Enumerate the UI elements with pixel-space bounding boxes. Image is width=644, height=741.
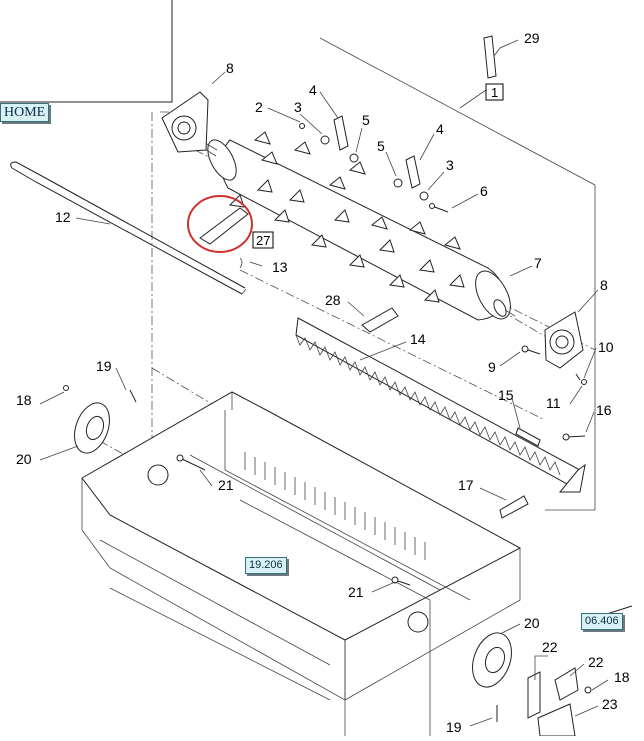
highlight-circle: [187, 195, 253, 253]
assembly-ref-box: [485, 83, 504, 101]
assembly-ref-1: 1: [491, 85, 498, 100]
callout-9: 9: [488, 359, 496, 375]
callout-5b: 5: [377, 138, 385, 154]
callout-27-box: [252, 231, 274, 249]
callout-labels: 29 8 2 3 4 5 5 4 3 6 7 12 27 13 28 8 14 …: [16, 30, 630, 735]
housing-frame: [81, 391, 522, 736]
callout-19: 19: [96, 358, 112, 374]
callout-22: 22: [542, 639, 558, 655]
counter-knife-bar-part-14: [295, 317, 586, 493]
callout-10: 10: [598, 339, 614, 355]
ref-link-19-206[interactable]: 19.206: [245, 557, 287, 574]
callout-7: 7: [534, 255, 542, 271]
bearing-flange-right-part-20: [472, 632, 512, 722]
callout-22b: 22: [588, 654, 604, 670]
callout-20: 20: [16, 451, 32, 467]
pin-and-blade-parts: [239, 257, 399, 333]
callout-16: 16: [596, 402, 612, 418]
callout-8: 8: [226, 60, 234, 76]
callout-21: 21: [218, 477, 234, 493]
knife-part-27[interactable]: [187, 195, 253, 253]
bearing-flange-left-part-20: [63, 385, 137, 454]
callout-23: 23: [602, 696, 618, 712]
callout-20b: 20: [524, 615, 540, 631]
callout-2: 2: [255, 99, 263, 115]
bolts-part-21: [176, 454, 411, 586]
callout-3b: 3: [446, 157, 454, 173]
rotor-drum-part-7: [199, 139, 516, 321]
callout-18: 18: [16, 392, 32, 408]
callout-3: 3: [294, 99, 302, 115]
callout-13: 13: [272, 259, 288, 275]
ref-link-06-406[interactable]: 06.406: [581, 613, 623, 630]
callout-21b: 21: [348, 584, 364, 600]
callout-8b: 8: [600, 277, 608, 293]
callout-11: 11: [546, 395, 561, 411]
callout-6: 6: [480, 183, 488, 199]
leader-lines: [39, 39, 609, 727]
inset-frame: [0, 0, 173, 103]
callout-19b: 19: [446, 719, 462, 735]
callout-12: 12: [55, 209, 71, 225]
bearing-bracket-right-part-8: [544, 311, 584, 369]
rod-part-12: [10, 161, 247, 295]
bearing-bracket-left-part-8: [161, 91, 209, 153]
callout-4b: 4: [436, 121, 444, 137]
rotor-knives: [228, 131, 465, 303]
callout-4: 4: [309, 82, 317, 98]
callout-17: 17: [458, 477, 474, 493]
callout-27: 27: [256, 233, 270, 248]
small-hardware-parts: [299, 35, 497, 213]
callout-14: 14: [410, 331, 426, 347]
callout-18b: 18: [614, 669, 630, 685]
lower-brackets: [527, 605, 633, 737]
callout-29: 29: [524, 30, 540, 46]
home-button[interactable]: HOME: [0, 103, 50, 122]
callout-5: 5: [362, 112, 370, 128]
bar-hardware-parts: [499, 345, 587, 519]
callout-15: 15: [498, 387, 514, 403]
callout-28: 28: [325, 292, 341, 308]
